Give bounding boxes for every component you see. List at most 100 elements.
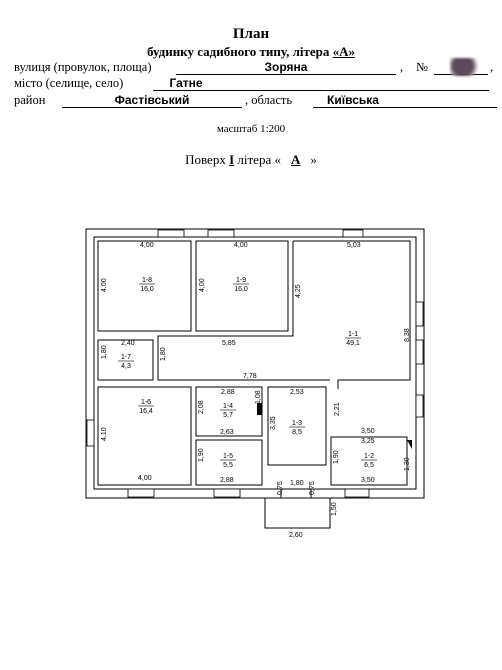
room-id: 1-8 — [142, 277, 152, 284]
floor-letter: А — [290, 152, 301, 167]
room-1-1-outline — [293, 240, 411, 389]
porch-outline — [264, 498, 331, 529]
floor-middle: літера « — [234, 152, 281, 167]
dimension-label: 2,60 — [289, 532, 303, 539]
window — [127, 488, 155, 498]
dimension-label: 4,10 — [101, 427, 108, 441]
street-comma: , — [400, 60, 404, 74]
window — [342, 229, 364, 238]
district-label: район — [14, 93, 46, 107]
dimension-label: 1,90 — [333, 450, 340, 464]
dimension-label: 8,38 — [404, 328, 411, 342]
room-1-8-outline — [97, 240, 192, 332]
room-area: 4,3 — [121, 363, 131, 370]
floor-prefix: Поверх — [185, 152, 230, 167]
room-1-3-outline — [267, 386, 327, 466]
dimension-label: 3,25 — [361, 438, 375, 445]
dimension-label: 0,75 — [277, 481, 284, 495]
stove-mark — [257, 403, 262, 415]
dimension-label: 2,40 — [121, 340, 135, 347]
room-id: 1-1 — [348, 331, 358, 338]
windows — [86, 229, 424, 498]
dimension-label: 2,63 — [220, 429, 234, 436]
room-area: 8,5 — [292, 429, 302, 436]
dimension-label: 4,00 — [234, 242, 248, 249]
street-value: Зоряна — [176, 60, 396, 75]
stove-mark — [407, 440, 412, 449]
dimension-label: 2,21 — [334, 402, 341, 416]
dimension-label: 1,80 — [101, 345, 108, 359]
scale-label: масштаб 1:200 — [216, 123, 286, 135]
stove-marks — [257, 403, 412, 449]
dimension-label: 0,75 — [309, 481, 316, 495]
window — [344, 488, 370, 498]
room-label: 1-8 16,0 — [139, 277, 155, 293]
window — [213, 488, 241, 498]
city-value: Гатне — [169, 76, 203, 90]
room-id: 1-2 — [364, 453, 374, 460]
floor-suffix: » — [310, 152, 317, 167]
room-area: 5,7 — [223, 412, 233, 419]
region-line — [313, 93, 497, 108]
dimension-label: 3,50 — [361, 477, 375, 484]
room-1-2-outline — [330, 436, 408, 486]
room-1-7-outline — [97, 339, 154, 381]
room-1-5-outline — [195, 439, 263, 486]
room-area: 6,5 — [364, 462, 374, 469]
outer-wall-inner — [93, 236, 417, 490]
room-area: 49,1 — [346, 340, 360, 347]
dimension-label: 1,30 — [404, 457, 411, 471]
room-area: 5,5 — [223, 462, 233, 469]
dimension-label: 7,78 — [243, 373, 257, 380]
dimension-label: 3,35 — [270, 416, 277, 430]
dimension-label: 2,88 — [221, 389, 235, 396]
document-title: План — [232, 26, 270, 42]
region-label: , область — [245, 93, 293, 107]
dimension-label: 2,88 — [220, 477, 234, 484]
redacted-number-mark — [450, 58, 482, 76]
city-label: місто (селище, село) — [14, 76, 124, 90]
room-area: 16,0 — [234, 286, 248, 293]
window — [86, 419, 95, 447]
dimension-label: 4,00 — [138, 475, 152, 482]
room-label: 1-26,5 — [361, 453, 377, 469]
window — [415, 339, 424, 365]
room-label: 1-1 49,1 — [345, 331, 361, 347]
number-comma: , — [490, 60, 494, 74]
hall-inner-wall — [157, 241, 330, 381]
region-value: Київська — [327, 93, 379, 107]
room-1-6-outline — [97, 386, 192, 486]
room-label: 1-916,0 — [233, 277, 249, 293]
room-label: 1-45,7 — [220, 403, 236, 419]
window — [207, 229, 235, 238]
room-1-9-outline — [195, 240, 289, 332]
street-label: вулиця (провулок, площа) — [14, 60, 152, 74]
dimension-label: 2,08 — [198, 400, 205, 414]
dimension-label: 1,50 — [331, 502, 338, 516]
window — [415, 301, 424, 327]
room-id: 1-4 — [223, 403, 233, 410]
room-id: 1-7 — [121, 354, 131, 361]
room-label: 1-616,4 — [138, 399, 154, 415]
dimension-label: 1,80 — [290, 480, 304, 487]
dimension-label: 4,00 — [199, 278, 206, 292]
dimension-label: 1,90 — [198, 448, 205, 462]
dimension-label: 3,50 — [361, 428, 375, 435]
room-id: 1-5 — [223, 453, 233, 460]
room-area: 16,4 — [139, 408, 153, 415]
window — [157, 229, 185, 238]
dimension-label: 4,00 — [101, 278, 108, 292]
document-subtitle: будинку садибного типу, літера «А» — [0, 44, 502, 60]
outer-wall-outer — [85, 228, 425, 499]
room-area: 16,0 — [140, 286, 154, 293]
room-id: 1-3 — [292, 420, 302, 427]
porch-posts — [280, 489, 312, 498]
dimension-label: 1,80 — [160, 347, 167, 361]
dimension-label: 2,53 — [290, 389, 304, 396]
floor-label: Поверх I літера «А» — [0, 152, 502, 168]
subtitle-letter: «А» — [332, 44, 356, 59]
room-label: 1-38,5 — [289, 420, 305, 436]
number-label: № — [416, 60, 428, 74]
dimension-label: 4,00 — [140, 242, 154, 249]
